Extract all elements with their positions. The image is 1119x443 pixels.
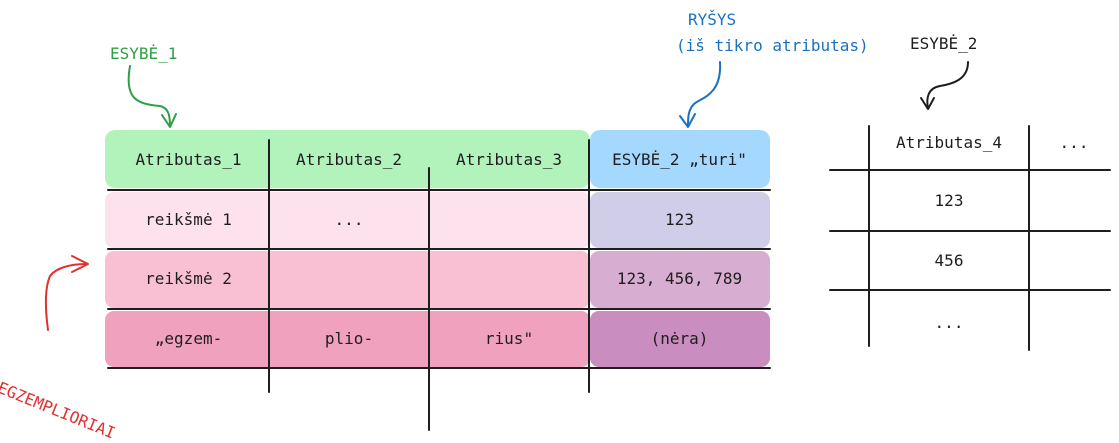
t2-r1-c1: 123 [934,191,964,210]
t2-header-1: Atributas_4 [896,133,1002,152]
t2-header-2: ... [1059,133,1089,152]
relation-arrow-head [679,113,696,128]
relation-title: RYŠYS [688,10,737,29]
entity1-label: ESYBĖ_1 [110,44,178,63]
t2-r2-c1: 456 [934,251,964,270]
instances-arrow [44,263,87,331]
row1-bg [105,192,590,248]
t1-r2-c4: 123, 456, 789 [616,269,743,288]
t1-header-1: Atributas_1 [135,150,242,169]
relation-subtitle: (iš tikro atributas) [676,36,869,55]
t2-r3-c1: ... [934,313,964,332]
t1-r1-c4: 123 [665,210,694,229]
row2-relation-bg [590,251,770,308]
t1-header-2: Atributas_2 [296,150,402,169]
t1-r3-c1: „egzem- [154,329,223,348]
t1-header-4: ESYBĖ_2 „turi" [612,150,747,169]
entity1-arrow [127,65,171,127]
entity2-arrow-head [920,97,935,110]
t1-header-3: Atributas_3 [456,150,562,169]
t1-r3-c3: rius" [484,329,534,348]
entity2-arrow [926,61,969,109]
entity1-arrow-head [161,113,177,128]
row1-relation-bg [590,192,770,248]
relation-arrow [687,61,722,127]
t1-r1-c1: reikšmė 1 [145,210,232,229]
t1-r2-c1: reikšmė 2 [145,269,232,288]
entity2-label: ESYBĖ_2 [910,34,978,53]
t1-r3-c2: plio- [324,329,374,348]
header-green-bg [105,130,590,188]
row2-bg [105,251,590,308]
row3-relation-bg [590,311,770,367]
t1-r1-c2: ... [334,210,364,229]
row3-bg [105,311,590,367]
header-blue-bg [590,130,770,188]
instances-arrow-head [71,255,89,273]
t1-r3-c4: (nėra) [650,329,709,348]
